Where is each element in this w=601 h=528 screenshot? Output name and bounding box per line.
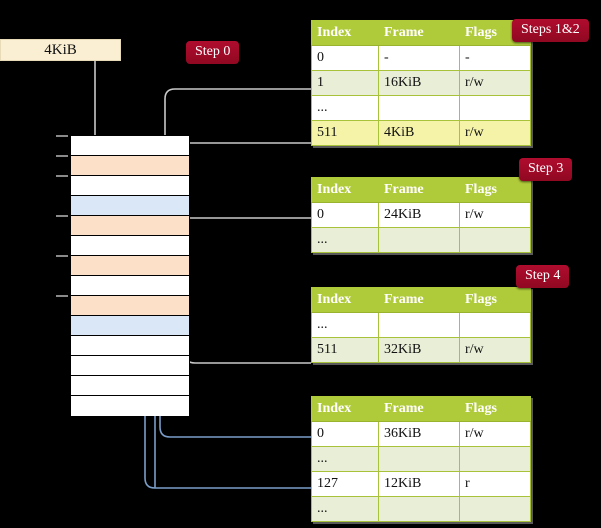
memory-frame-row [71, 176, 189, 196]
column-header-flags: Flags [459, 177, 531, 203]
source-frame-box: 4KiB [0, 39, 121, 61]
step-badge-step-3: Step 3 [519, 158, 573, 181]
cell-flags: r/w [459, 70, 531, 96]
cell-frame: - [378, 45, 460, 71]
cell-frame: 4KiB [378, 120, 460, 146]
cell-index: 0 [311, 421, 379, 447]
cell-index: ... [311, 496, 379, 522]
column-header-index: Index [311, 20, 379, 46]
cell-frame: 36KiB [378, 421, 460, 447]
table-row[interactable]: ... [311, 227, 531, 253]
cell-frame: 12KiB [378, 471, 460, 497]
memory-frame-row [71, 136, 189, 156]
cell-frame [378, 95, 460, 121]
memory-frame-row [71, 256, 189, 276]
cell-index: ... [311, 446, 379, 472]
step-badge-step-0: Step 0 [186, 41, 240, 64]
cell-frame [378, 227, 460, 253]
cell-flags [459, 496, 531, 522]
cell-index: 1 [311, 70, 379, 96]
cell-index: ... [311, 95, 379, 121]
memory-frame-row [71, 296, 189, 316]
memory-frame-row [71, 396, 189, 416]
column-header-index: Index [311, 287, 379, 313]
table-row[interactable]: ... [311, 312, 531, 338]
memory-frame-row [71, 336, 189, 356]
step-badge-steps-1-2: Steps 1&2 [512, 19, 589, 42]
memory-row-tick [56, 175, 68, 177]
column-header-index: Index [311, 396, 379, 422]
cell-index: 511 [311, 337, 379, 363]
column-header-index: Index [311, 177, 379, 203]
cell-flags [459, 227, 531, 253]
table-row[interactable]: ... [311, 496, 531, 522]
cell-index: 127 [311, 471, 379, 497]
cell-frame [378, 446, 460, 472]
memory-row-tick [56, 295, 68, 297]
memory-frame-row [71, 276, 189, 296]
cell-index: 0 [311, 45, 379, 71]
cell-flags: r/w [459, 202, 531, 228]
cell-frame: 32KiB [378, 337, 460, 363]
cell-flags: r [459, 471, 531, 497]
memory-frame-row [71, 316, 189, 336]
column-header-frame: Frame [378, 177, 460, 203]
table-row[interactable]: 0-- [311, 45, 531, 71]
cell-flags: - [459, 45, 531, 71]
column-header-flags: Flags [459, 287, 531, 313]
cell-frame [378, 312, 460, 338]
physical-memory-column [70, 135, 190, 416]
memory-frame-row [71, 356, 189, 376]
memory-frame-row [71, 196, 189, 216]
cell-flags [459, 446, 531, 472]
wire-l3-to-memory [172, 217, 311, 255]
cell-index: 511 [311, 120, 379, 146]
memory-frame-row [71, 156, 189, 176]
column-header-frame: Frame [378, 20, 460, 46]
cell-flags: r/w [459, 421, 531, 447]
cell-flags [459, 95, 531, 121]
cell-frame: 16KiB [378, 70, 460, 96]
cell-frame: 24KiB [378, 202, 460, 228]
memory-row-tick [56, 155, 68, 157]
cell-index: ... [311, 312, 379, 338]
column-header-frame: Frame [378, 396, 460, 422]
table-row[interactable]: ... [311, 95, 531, 121]
column-header-flags: Flags [459, 396, 531, 422]
memory-row-tick [56, 135, 68, 137]
cell-flags [459, 312, 531, 338]
memory-frame-row [71, 236, 189, 256]
memory-row-tick [56, 255, 68, 257]
memory-frame-row [71, 216, 189, 236]
step-badge-step-4: Step 4 [516, 265, 570, 288]
wire-l2-to-memory [179, 274, 311, 364]
cell-flags: r/w [459, 120, 531, 146]
column-header-frame: Frame [378, 287, 460, 313]
cell-frame [378, 496, 460, 522]
memory-row-tick [56, 215, 68, 217]
table-row[interactable]: ... [311, 446, 531, 472]
memory-frame-row [71, 376, 189, 396]
cell-flags: r/w [459, 337, 531, 363]
cell-index: 0 [311, 202, 379, 228]
cell-index: ... [311, 227, 379, 253]
